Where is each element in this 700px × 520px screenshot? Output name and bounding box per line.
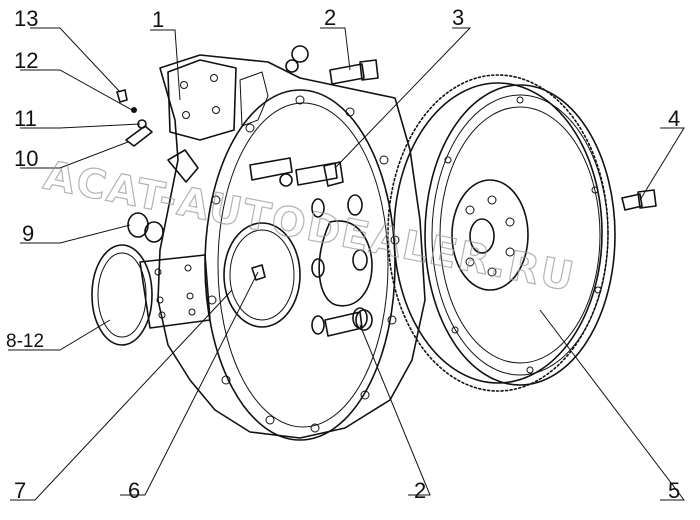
callout-2-bottom: 2 bbox=[414, 478, 426, 503]
callout-1: 1 bbox=[152, 7, 164, 32]
callout-11: 11 bbox=[14, 106, 37, 131]
callout-13: 13 bbox=[14, 6, 38, 31]
callout-7: 7 bbox=[14, 478, 26, 503]
bolt-bottom bbox=[324, 309, 373, 337]
callout-5: 5 bbox=[668, 478, 680, 503]
flywheel bbox=[387, 74, 616, 392]
bolt-top bbox=[285, 45, 379, 85]
callout-8-12: 8-12 bbox=[6, 331, 44, 352]
small-fasteners bbox=[116, 89, 164, 243]
callout-9: 9 bbox=[22, 221, 34, 246]
callout-labels: 13 12 11 10 9 8-12 1 2 3 4 5 2 6 7 bbox=[6, 5, 680, 503]
callout-6: 6 bbox=[128, 478, 140, 503]
callout-4: 4 bbox=[668, 106, 680, 131]
callout-12: 12 bbox=[14, 48, 38, 73]
cover-plate-assembly bbox=[91, 244, 211, 346]
callout-2-top: 2 bbox=[324, 5, 336, 30]
leader-lines bbox=[8, 27, 686, 501]
watermark-text: ACAT-AUTODEALER.RU bbox=[40, 153, 579, 301]
callout-10: 10 bbox=[14, 146, 38, 171]
bolts-group-3 bbox=[249, 157, 344, 187]
bolt-4 bbox=[621, 189, 657, 211]
callout-3: 3 bbox=[452, 5, 464, 30]
